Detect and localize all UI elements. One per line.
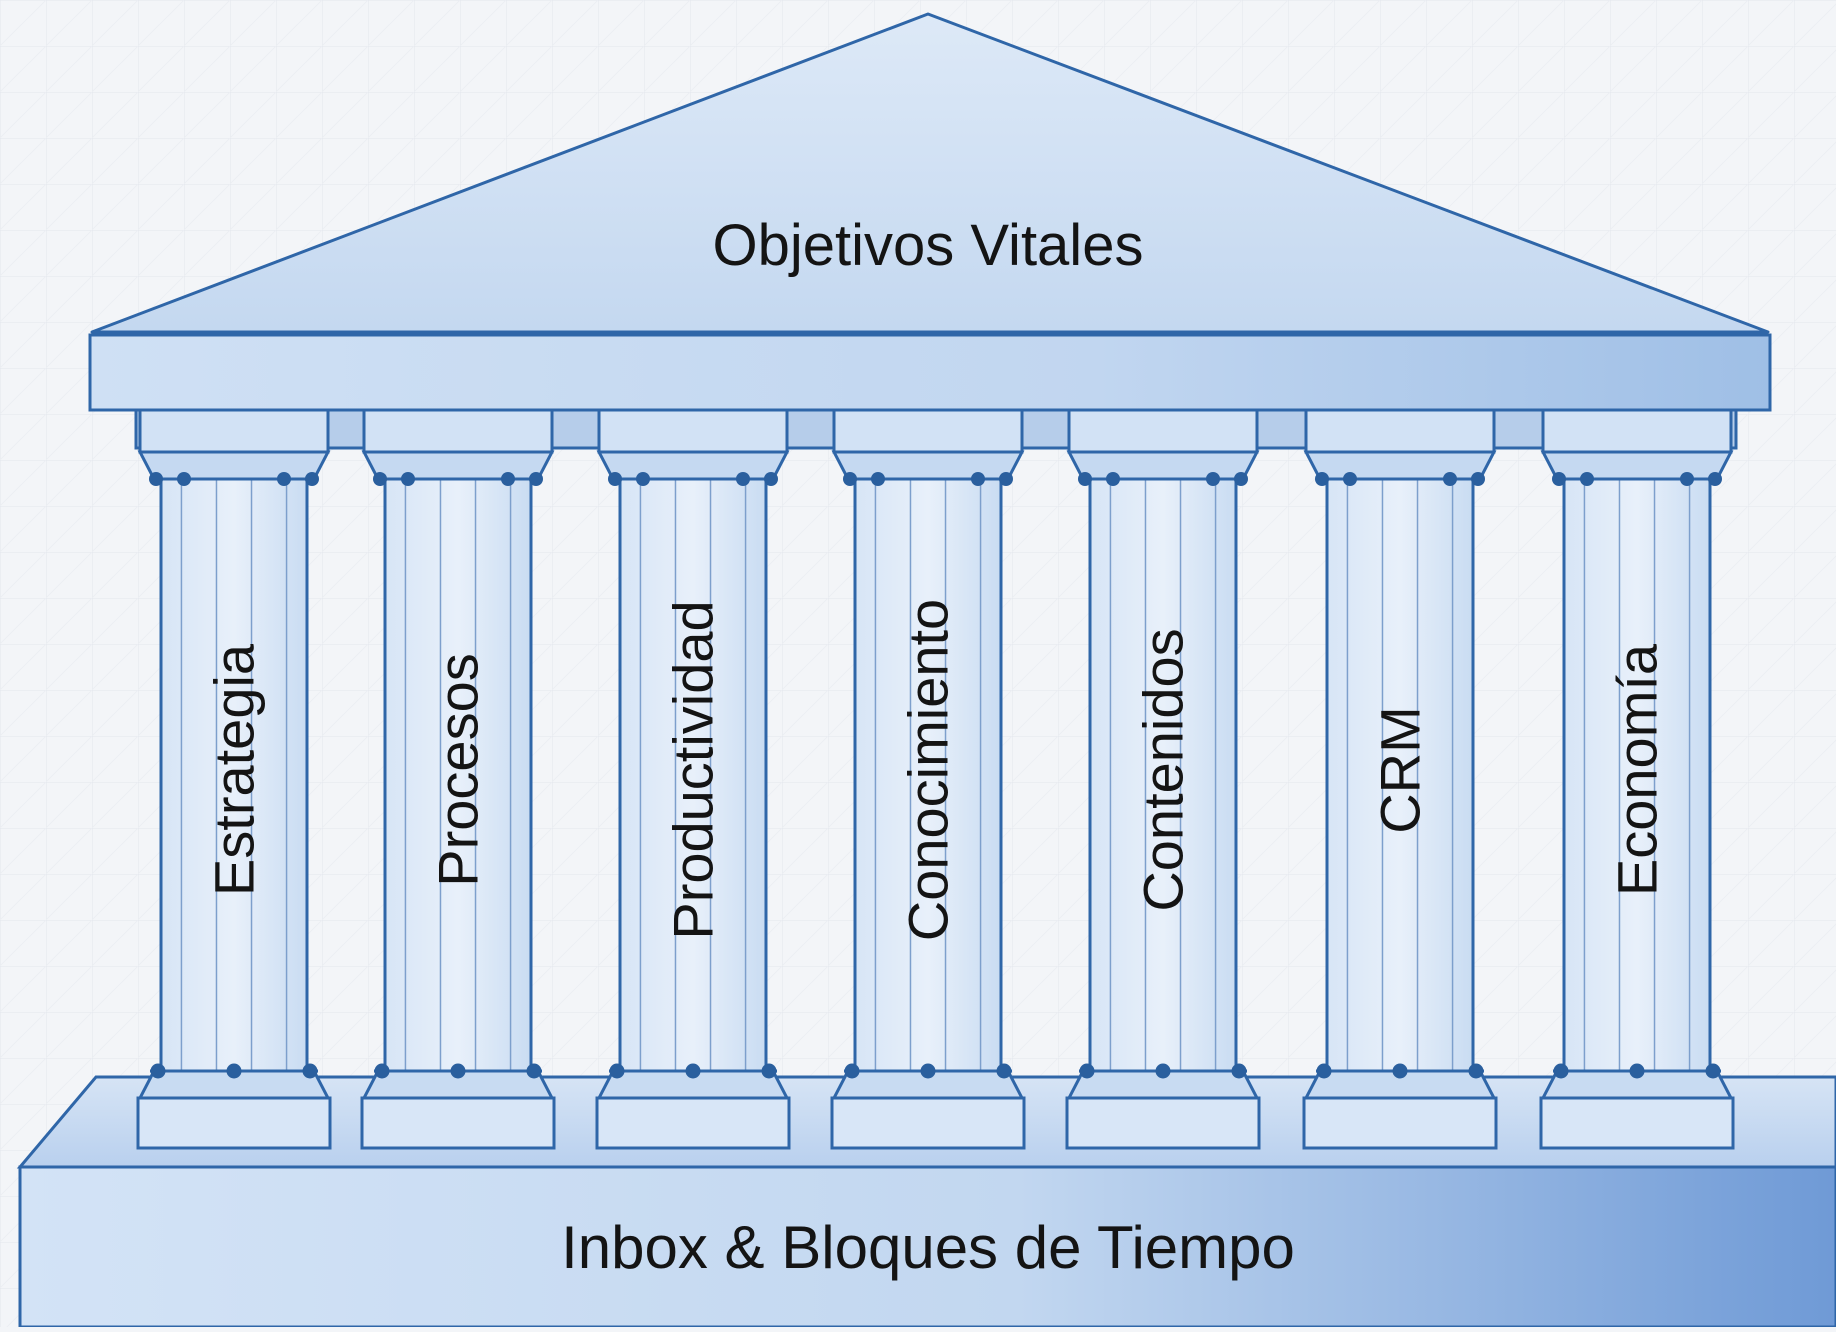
- pillar-capital: [1541, 408, 1733, 454]
- pillar-capital: [362, 408, 554, 454]
- pillar-estrategia: Estrategia: [136, 408, 332, 1150]
- pillar-crm: CRM: [1302, 408, 1498, 1150]
- pillar-bottom-node: [374, 1063, 390, 1079]
- pillar-capital-flare: [1303, 450, 1497, 481]
- pillar-top-node: [871, 472, 885, 486]
- pillar-top-node: [764, 472, 778, 486]
- pillar-contenidos: Contenidos: [1065, 408, 1261, 1150]
- pillar-procesos: Procesos: [360, 408, 556, 1150]
- pillar-base: [830, 1096, 1026, 1150]
- pillar-label: Estrategia: [203, 643, 266, 896]
- pillar-capital: [1304, 408, 1496, 454]
- pillar-base: [136, 1096, 332, 1150]
- pillar-shaft: [1562, 477, 1712, 1073]
- pillar-bottom-node: [1316, 1063, 1332, 1079]
- pillar-top-node: [999, 472, 1013, 486]
- pillar-top-node: [1315, 472, 1329, 486]
- pillar-top-node: [971, 472, 985, 486]
- pillar-bottom-node: [1079, 1063, 1095, 1079]
- pillar-bottom-node: [1155, 1063, 1171, 1079]
- pillar-top-node: [1680, 472, 1694, 486]
- pillar-top-node: [1234, 472, 1248, 486]
- pillar-base: [595, 1096, 791, 1150]
- pillar-bottom-node: [1468, 1063, 1484, 1079]
- pillar-top-node: [1708, 472, 1722, 486]
- foundation-label: Inbox & Bloques de Tiempo: [561, 1214, 1295, 1281]
- pillar-capital-flare: [137, 450, 331, 481]
- pillar-economia: Economía: [1539, 408, 1735, 1150]
- pillar-capital-flare: [596, 450, 790, 481]
- pillar-bottom-node: [226, 1063, 242, 1079]
- pillar-bottom-node: [302, 1063, 318, 1079]
- pillars-group: Estrategia Procesos Productividad Conocimie…: [136, 408, 1735, 1150]
- pillar-bottom-node: [1705, 1063, 1721, 1079]
- pillar-top-node: [1580, 472, 1594, 486]
- pillar-capital: [832, 408, 1024, 454]
- pillar-base: [1539, 1096, 1735, 1150]
- roof-label: Objetivos Vitales: [713, 213, 1144, 278]
- pillar-capital: [138, 408, 330, 454]
- pillar-top-node: [608, 472, 622, 486]
- pillar-label: Procesos: [427, 653, 490, 886]
- pillar-top-node: [1552, 472, 1566, 486]
- pillar-top-node: [277, 472, 291, 486]
- pillar-top-node: [1206, 472, 1220, 486]
- pillar-bottom-node: [1553, 1063, 1569, 1079]
- pillar-top-node: [843, 472, 857, 486]
- pillar-base: [1302, 1096, 1498, 1150]
- pillar-top-node: [636, 472, 650, 486]
- pillar-bottom-node: [685, 1063, 701, 1079]
- pillar-top-node: [1471, 472, 1485, 486]
- pillar-top-node: [1443, 472, 1457, 486]
- pillar-label: Contenidos: [1132, 628, 1195, 911]
- pillar-shaft: [1088, 477, 1238, 1073]
- pillar-bottom-node: [844, 1063, 860, 1079]
- pillar-top-node: [149, 472, 163, 486]
- pillar-top-node: [401, 472, 415, 486]
- pillar-bottom-node: [1392, 1063, 1408, 1079]
- roof-pediment: [90, 12, 1770, 334]
- pillar-top-node: [177, 472, 191, 486]
- pillar-base: [360, 1096, 556, 1150]
- pillar-top-node: [1343, 472, 1357, 486]
- pillar-capital-flare: [831, 450, 1025, 481]
- pillar-bottom-node: [996, 1063, 1012, 1079]
- pillar-capital: [597, 408, 789, 454]
- foundation-front: [18, 1165, 1836, 1329]
- pillar-top-node: [736, 472, 750, 486]
- pillar-top-node: [305, 472, 319, 486]
- pillar-bottom-node: [761, 1063, 777, 1079]
- pillar-capital-flare: [361, 450, 555, 481]
- pillar-bottom-node: [1231, 1063, 1247, 1079]
- entablature: [88, 333, 1772, 412]
- pillar-label: Conocimiento: [897, 599, 960, 941]
- pillar-bottom-node: [450, 1063, 466, 1079]
- pillar-shaft: [618, 477, 768, 1073]
- pillar-capital: [1067, 408, 1259, 454]
- pillar-top-node: [1106, 472, 1120, 486]
- pillar-label: Economía: [1606, 643, 1669, 896]
- pillar-bottom-node: [150, 1063, 166, 1079]
- pillar-base: [1065, 1096, 1261, 1150]
- pillar-top-node: [529, 472, 543, 486]
- pillar-capital-flare: [1066, 450, 1260, 481]
- pillar-top-node: [501, 472, 515, 486]
- pillar-bottom-node: [526, 1063, 542, 1079]
- pillar-bottom-node: [1629, 1063, 1645, 1079]
- pillar-shaft: [383, 477, 533, 1073]
- pillar-capital-flare: [1540, 450, 1734, 481]
- pillar-label: Productividad: [662, 600, 725, 939]
- pillar-label: CRM: [1369, 706, 1432, 834]
- pillar-shaft: [159, 477, 309, 1073]
- pillar-top-node: [373, 472, 387, 486]
- pillar-top-node: [1078, 472, 1092, 486]
- pillar-productividad: Productividad: [595, 408, 791, 1150]
- pillar-conocimiento: Conocimiento: [830, 408, 1026, 1150]
- pillar-bottom-node: [920, 1063, 936, 1079]
- pillar-shaft: [1325, 477, 1475, 1073]
- pillar-bottom-node: [609, 1063, 625, 1079]
